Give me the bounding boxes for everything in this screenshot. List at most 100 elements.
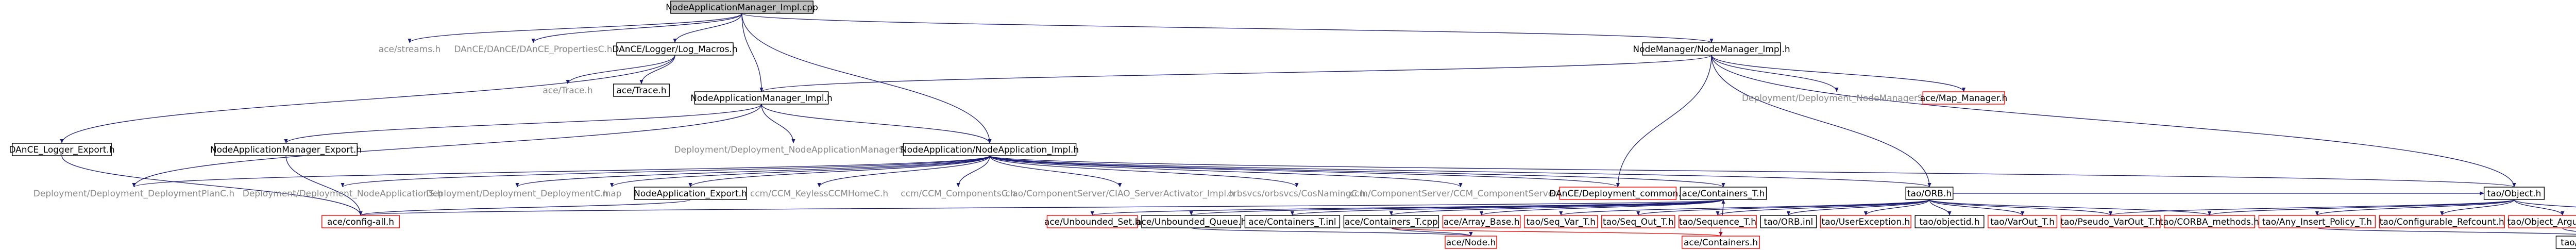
node-map[interactable]: map xyxy=(602,189,622,199)
node-label: ace/Map_Manager.h xyxy=(1920,93,2007,104)
node-logger-export[interactable]: DAnCE_Logger_Export.h xyxy=(9,143,115,156)
node-label: tao/Pseudo_VarOut_T.h xyxy=(2060,217,2161,227)
node-unbounded-queue[interactable]: ace/Unbounded_Queue.h xyxy=(1136,215,1246,228)
edge-nm_impl-to-map_mgr xyxy=(1711,55,1966,92)
node-box xyxy=(2060,215,2161,228)
edge-root-to-nam_impl_h xyxy=(741,13,764,92)
node-label: tao/UserException.h xyxy=(1821,217,1910,227)
node-object-arg[interactable]: tao/Object_Argument_T.h xyxy=(2507,215,2576,228)
edge-na_impl-to-ccm_comp xyxy=(956,155,990,188)
node-corba-methods[interactable]: tao/CORBA_methods.h xyxy=(2160,215,2259,228)
node-label: tao/ORB.h xyxy=(1907,189,1952,199)
edge-nm_impl-to-object_h xyxy=(1711,55,2516,188)
node-seq-out[interactable]: tao/Seq_Out_T.h xyxy=(1601,215,1675,228)
edge-object_h-to-corba_methods xyxy=(2208,199,2515,216)
node-objectid[interactable]: tao/objectid.h xyxy=(1914,215,1985,228)
node-label: ciao/ComponentServer/CIAO_ServerActivato… xyxy=(1005,189,1234,199)
node-label: ace/Containers_T.cpp xyxy=(1345,217,1438,227)
node-box xyxy=(613,84,670,97)
edge-nm_impl-to-dance_common xyxy=(1616,55,1712,188)
node-ciao-props[interactable]: DAnCE/DAnCE/DAnCE_PropertiesC.h xyxy=(454,44,612,55)
node-ace-streams[interactable]: ace/streams.h xyxy=(379,44,441,55)
node-dance-common[interactable]: DAnCE/Deployment_common.h xyxy=(1549,187,1687,200)
node-any-insert[interactable]: tao/Any_Insert_Policy_T.h xyxy=(2258,215,2376,228)
edge-na_impl-to-dance_common xyxy=(989,155,1620,188)
node-label: ccm/CCM_KeylessCCMHomeC.h xyxy=(750,189,888,199)
node-containers-t-cpp[interactable]: ace/Containers_T.cpp xyxy=(1343,215,1439,228)
node-pseudo-varout[interactable]: tao/Pseudo_VarOut_T.h xyxy=(2060,215,2161,228)
node-nam-impl-h[interactable]: NodeApplicationManager_Impl.h xyxy=(690,91,833,105)
node-ccm-comp[interactable]: ccm/CCM_ComponentsC.h xyxy=(901,189,1016,199)
node-ace-trace1[interactable]: ace/Trace.h xyxy=(543,86,592,96)
node-label: ace/Array_Base.h xyxy=(1444,217,1520,227)
node-varout[interactable]: tao/VarOut_T.h xyxy=(1988,215,2058,228)
node-orb-h[interactable]: tao/ORB.h xyxy=(1905,187,1954,200)
node-box xyxy=(1679,215,1757,228)
node-label: ace/streams.h xyxy=(379,44,441,55)
edge-containers_t-to-containers_t_cpp xyxy=(1389,199,1724,216)
node-label: tao/Arg_Traits_T.h xyxy=(2561,238,2576,248)
node-dep-nam[interactable]: Deployment/Deployment_NodeApplicationMan… xyxy=(674,145,912,155)
edge-containers_t-to-array_base xyxy=(1480,199,1724,216)
node-ccm-cs[interactable]: ccm/ComponentServer/CCM_ComponentServerC… xyxy=(1350,189,1572,199)
edge-containers_t_cpp-to-node_h xyxy=(1391,227,1473,237)
node-dep-plan[interactable]: Deployment/Deployment_DeploymentPlanC.h xyxy=(33,189,234,199)
node-label: ace/Trace.h xyxy=(616,86,666,96)
node-configurable-ref[interactable]: tao/Configurable_Refcount.h xyxy=(2379,215,2505,228)
node-box xyxy=(2164,215,2256,228)
edge-containers_t-to-config_all xyxy=(359,199,1724,216)
node-box xyxy=(1988,215,2058,228)
node-box xyxy=(2508,215,2576,228)
edge-root-to-ciao_props xyxy=(531,13,742,43)
node-unbounded-set[interactable]: ace/Unbounded_Set.h xyxy=(1044,215,1141,228)
edge-unbounded_queue-to-node_h xyxy=(1191,227,1473,237)
node-label: tao/VarOut_T.h xyxy=(1990,217,2055,227)
edge-object_arg-to-arg_traits xyxy=(2562,227,2576,232)
node-box xyxy=(670,1,814,14)
edge-nam_impl_h-to-na_impl xyxy=(761,104,992,144)
node-nm-impl[interactable]: NodeManager/NodeManager_Impl.h xyxy=(1633,42,1790,56)
node-containers-t-inl[interactable]: ace/Containers_T.inl xyxy=(1244,215,1341,228)
node-array-base[interactable]: ace/Array_Base.h xyxy=(1442,215,1521,228)
node-ace-trace2[interactable]: ace/Trace.h xyxy=(613,84,670,97)
node-orb-inl[interactable]: tao/ORB.inl xyxy=(1760,215,1817,228)
edge-na_export-to-config_all xyxy=(359,199,691,216)
node-arg-traits[interactable]: tao/Arg_Traits_T.h xyxy=(2555,236,2576,249)
node-dep-c[interactable]: Deployment/Deployment_DeploymentC.h xyxy=(426,189,608,199)
edge-containers_t_cpp-to-containers_h xyxy=(1391,227,1722,237)
node-box xyxy=(634,187,747,200)
node-box xyxy=(1680,187,1767,200)
node-dep-nm[interactable]: Deployment/Deployment_NodeManagerS.h xyxy=(1742,93,1931,104)
node-user-exc[interactable]: tao/UserException.h xyxy=(1820,215,1911,228)
node-box xyxy=(1682,236,1760,249)
edge-object_h-to-any_insert xyxy=(2315,199,2515,216)
node-config-all[interactable]: ace/config-all.h xyxy=(321,215,400,228)
node-box xyxy=(1046,215,1138,228)
node-na-impl[interactable]: NodeApplication/NodeApplication_Impl.h xyxy=(901,143,1079,156)
node-label: tao/Seq_Out_T.h xyxy=(1603,217,1674,227)
node-label: Deployment/Deployment_NodeManagerS.h xyxy=(1742,93,1931,104)
node-ccm-keyless[interactable]: ccm/CCM_KeylessCCMHomeC.h xyxy=(750,189,888,199)
node-map-mgr[interactable]: ace/Map_Manager.h xyxy=(1920,91,2007,105)
edge-logger_macros-to-ace_trace2 xyxy=(639,55,675,85)
node-label: tao/Seq_Var_T.h xyxy=(1527,217,1596,227)
node-label: orbsvcs/orbsvcs/CosNamingC.h xyxy=(1228,189,1365,199)
node-box xyxy=(2483,187,2545,200)
node-dep-na[interactable]: Deployment/Deployment_NodeApplicationS.h xyxy=(243,189,443,199)
node-na-export[interactable]: NodeApplication_Export.h xyxy=(634,187,747,200)
node-node-h[interactable]: ace/Node.h xyxy=(1445,236,1497,249)
node-label: DAnCE_Logger_Export.h xyxy=(9,145,114,155)
node-box xyxy=(1601,215,1675,228)
node-containers-t[interactable]: ace/Containers_T.h xyxy=(1680,187,1767,200)
node-object-h[interactable]: tao/Object.h xyxy=(2483,187,2545,200)
node-seq-var[interactable]: tao/Seq_Var_T.h xyxy=(1524,215,1598,228)
node-root[interactable]: NodeApplicationManager_Impl.cpp xyxy=(666,1,818,14)
node-box xyxy=(1914,215,1985,228)
node-orbsvcs-naming[interactable]: orbsvcs/orbsvcs/CosNamingC.h xyxy=(1228,189,1365,199)
node-nam-export[interactable]: NodeApplicationManager_Export.h xyxy=(210,143,362,156)
node-logger-macros[interactable]: DAnCE/Logger/Log_Macros.h xyxy=(612,42,738,56)
node-ciao-activator[interactable]: ciao/ComponentServer/CIAO_ServerActivato… xyxy=(1005,189,1234,199)
edge-nam_export-to-config_all xyxy=(285,155,363,216)
node-containers-h[interactable]: ace/Containers.h xyxy=(1682,236,1760,249)
node-sequence-t[interactable]: tao/Sequence_T.h xyxy=(1679,215,1757,228)
